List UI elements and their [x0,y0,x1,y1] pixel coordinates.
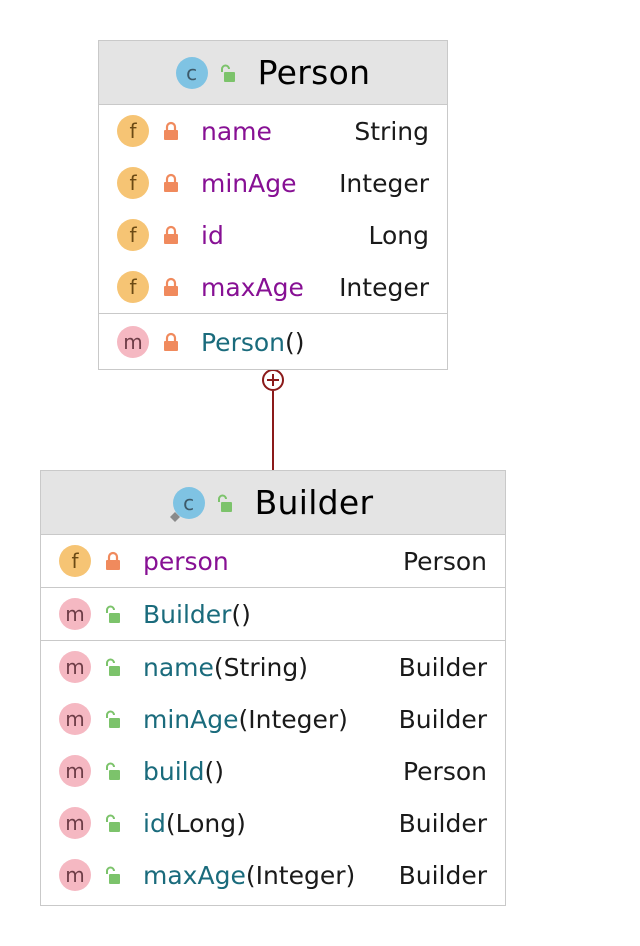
person-class-box[interactable]: c Person f name String f minAge Integer … [98,40,448,370]
field-name: id [201,220,224,250]
private-lock-icon [105,551,121,571]
field-type: Long [368,220,430,250]
builder-constructors-section: m Builder() [41,588,505,641]
method-return-type: Builder [398,808,487,838]
person-methods-section: m Person() [99,314,447,368]
field-row[interactable]: f id Long [99,209,447,261]
field-type: Integer [339,168,429,198]
method-name: id [143,808,166,838]
class-title: Builder [254,483,374,522]
public-lock-icon [105,865,121,885]
method-row[interactable]: m Person() [99,316,447,368]
method-row[interactable]: m maxAge(Integer) Builder [41,849,505,901]
public-lock-icon [220,63,236,83]
method-return-type: Builder [398,652,487,682]
person-fields-section: f name String f minAge Integer f id Long… [99,105,447,314]
field-type: Person [402,546,487,576]
public-lock-icon [217,493,233,513]
method-name: Builder [143,599,232,629]
builder-methods-section: m name(String) Builder m minAge(Integer)… [41,641,505,901]
class-icon: c [175,56,208,89]
public-lock-icon [105,709,121,729]
class-letter: c [183,490,195,515]
method-icon: m [59,755,91,787]
field-row[interactable]: f maxAge Integer [99,261,447,313]
field-icon: f [117,167,149,199]
public-lock-icon [105,657,121,677]
method-row[interactable]: m build() Person [41,745,505,797]
field-icon: f [117,115,149,147]
method-icon: m [59,859,91,891]
field-icon: f [117,219,149,251]
private-lock-icon [163,225,179,245]
method-name: maxAge [143,860,246,890]
method-params: (Long) [165,808,246,838]
method-params: () [204,756,224,786]
private-lock-icon [163,277,179,297]
method-icon: m [59,651,91,683]
method-return-type: Person [402,756,487,786]
public-lock-icon [105,813,121,833]
field-icon: f [117,271,149,303]
field-type: String [354,116,429,146]
class-icon: c [169,486,205,522]
method-params: (Integer) [238,704,348,734]
static-marker-icon [169,511,180,522]
method-icon: m [59,703,91,735]
field-icon: f [59,545,91,577]
field-name: maxAge [201,272,304,302]
method-params: () [231,599,251,629]
class-title: Person [257,53,371,92]
method-row[interactable]: m minAge(Integer) Builder [41,693,505,745]
method-name: Person [201,327,286,357]
field-row[interactable]: f minAge Integer [99,157,447,209]
builder-fields-section: f person Person [41,535,505,588]
method-row[interactable]: m id(Long) Builder [41,797,505,849]
method-return-type: Builder [398,860,487,890]
method-return-type: Builder [398,704,487,734]
public-lock-icon [105,761,121,781]
field-row[interactable]: f name String [99,105,447,157]
field-name: name [201,116,272,146]
field-name: minAge [201,168,297,198]
method-icon: m [59,807,91,839]
method-name: build [143,756,205,786]
field-row[interactable]: f person Person [41,535,505,587]
method-name: minAge [143,704,239,734]
private-lock-icon [163,173,179,193]
method-name: name [143,652,214,682]
private-lock-icon [163,332,179,352]
method-params: () [285,327,305,357]
method-icon: m [59,598,91,630]
public-lock-icon [105,604,121,624]
method-params: (String) [213,652,309,682]
nested-plus-icon [262,369,284,391]
method-params: (Integer) [245,860,356,890]
constructor-row[interactable]: m Builder() [41,588,505,640]
method-row[interactable]: m name(String) Builder [41,641,505,693]
field-name: person [143,546,229,576]
private-lock-icon [163,121,179,141]
builder-class-box[interactable]: c Builder f person Person m Builder() m [40,470,506,906]
builder-class-header[interactable]: c Builder [41,471,505,535]
person-class-header[interactable]: c Person [99,41,447,105]
method-icon: m [117,326,149,358]
field-type: Integer [339,272,429,302]
